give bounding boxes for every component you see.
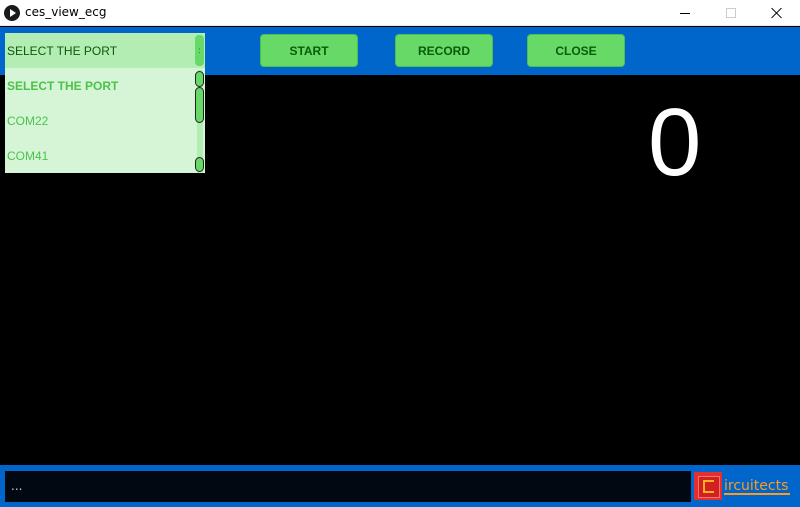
close-window-button[interactable] bbox=[754, 0, 800, 26]
scroll-down-handle[interactable] bbox=[195, 157, 204, 172]
port-dropdown-label: SELECT THE PORT bbox=[7, 44, 118, 58]
minimize-icon bbox=[680, 12, 690, 14]
circuitects-logo: ircuitects bbox=[694, 472, 794, 502]
maximize-icon bbox=[726, 8, 736, 18]
title-bar: ces_view_ecg bbox=[0, 0, 800, 26]
close-button[interactable]: CLOSE bbox=[527, 34, 625, 67]
logo-text: ircuitects bbox=[724, 478, 791, 495]
minimize-button[interactable] bbox=[662, 0, 708, 26]
record-button[interactable]: RECORD bbox=[395, 34, 493, 67]
console-output: ... bbox=[5, 471, 691, 502]
port-dropdown[interactable]: SELECT THE PORT : SELECT THE PORT COM22 … bbox=[5, 33, 205, 173]
port-option-select[interactable]: SELECT THE PORT bbox=[7, 79, 119, 93]
heart-rate-display: 0 bbox=[648, 89, 702, 196]
scroll-up-handle[interactable] bbox=[195, 71, 204, 87]
close-icon bbox=[771, 7, 783, 19]
app-play-icon bbox=[4, 5, 20, 21]
port-option-com41[interactable]: COM41 bbox=[7, 149, 49, 163]
window-title: ces_view_ecg bbox=[25, 5, 107, 19]
dropdown-toggle-icon[interactable]: : bbox=[195, 35, 204, 66]
start-button[interactable]: START bbox=[260, 34, 358, 67]
maximize-button[interactable] bbox=[708, 0, 754, 26]
chip-logo-icon bbox=[694, 472, 722, 500]
scrollbar-thumb[interactable] bbox=[195, 87, 204, 123]
port-dropdown-header[interactable]: SELECT THE PORT : bbox=[5, 33, 205, 68]
port-option-com22[interactable]: COM22 bbox=[7, 114, 49, 128]
